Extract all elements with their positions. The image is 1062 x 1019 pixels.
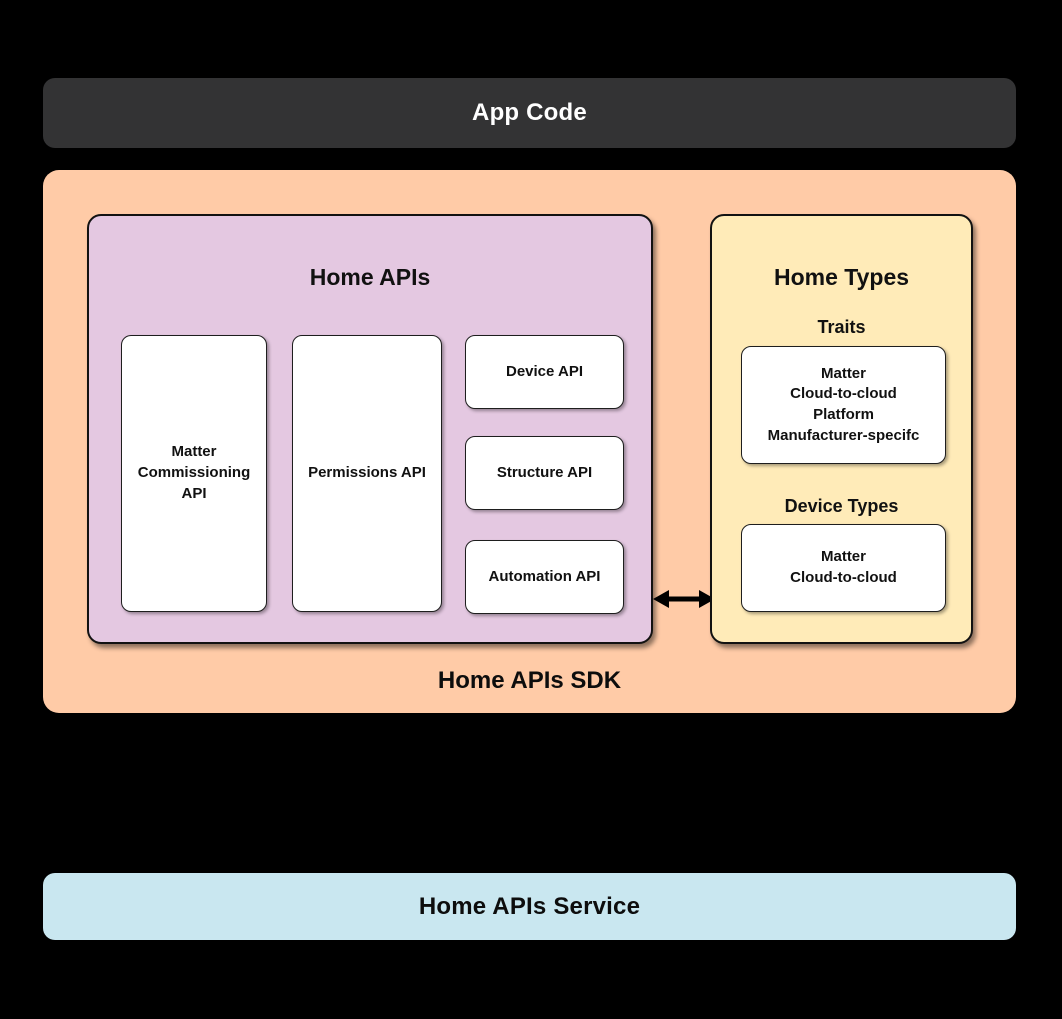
home-types-title: Home Types	[773, 264, 910, 290]
permissions-api-label: Permissions API	[308, 464, 426, 482]
traits-card: Matter Cloud-to-cloud Platform Manufactu…	[741, 346, 946, 464]
device-api-card: Device API	[465, 335, 624, 409]
matter-commissioning-api-card: Matter Commissioning API	[121, 335, 267, 612]
structure-api-label: Structure API	[496, 463, 593, 481]
app-code-box: App Code	[43, 78, 1016, 148]
app-code-label: App Code	[472, 99, 587, 126]
home-apis-title: Home APIs	[309, 264, 431, 290]
device-types-card-label: Matter Cloud-to-cloud	[790, 548, 897, 586]
traits-card-label: Matter Cloud-to-cloud Platform Manufactu…	[767, 364, 920, 444]
home-apis-panel: Home APIs Matter Commissioning API Permi…	[87, 214, 653, 644]
home-apis-sdk-label: Home APIs SDK	[437, 667, 622, 694]
home-apis-service-label: Home APIs Service	[418, 892, 641, 920]
automation-api-card: Automation API	[465, 540, 624, 614]
permissions-api-card: Permissions API	[292, 335, 442, 612]
structure-api-card: Structure API	[465, 436, 624, 510]
home-apis-service-box: Home APIs Service	[43, 873, 1016, 940]
home-types-panel: Home Types Traits Matter Cloud-to-cloud …	[710, 214, 973, 644]
matter-commissioning-api-label: Matter Commissioning API	[137, 443, 251, 502]
automation-api-label: Automation API	[488, 567, 601, 585]
device-api-label: Device API	[506, 362, 583, 380]
home-apis-sdk-box: Home APIs Matter Commissioning API Permi…	[43, 170, 1016, 713]
traits-heading: Traits	[817, 317, 866, 337]
device-types-heading: Device Types	[784, 496, 899, 516]
device-types-card: Matter Cloud-to-cloud	[741, 524, 946, 612]
bidirectional-arrow-icon	[653, 590, 715, 608]
